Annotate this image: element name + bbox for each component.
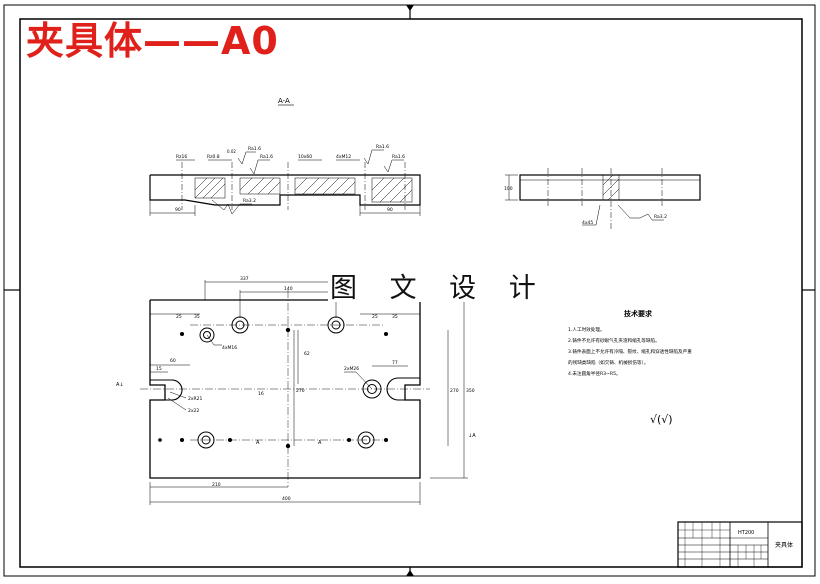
- roughness-symbol: √(√): [650, 413, 673, 426]
- section-view: A-A: [149, 97, 421, 216]
- dim-4xm12: 4xM12: [336, 154, 351, 160]
- note-item-4: 的残缺类缺陷（如欠铸、机械损伤等）。: [568, 359, 648, 366]
- roughness-b: Ra1.6: [260, 154, 273, 160]
- dim-2x22: 2x22: [188, 408, 199, 414]
- section-mark-mid2: A: [318, 440, 322, 446]
- drawing-title-overlay: 夹具体——A0: [26, 19, 279, 63]
- dim-62: 62: [304, 351, 310, 357]
- dim-140: 140: [284, 286, 293, 292]
- note-item-3: 3.铸件表面上不允许有冷隔、裂纹、缩孔和穿透性缺陷及严重: [568, 348, 692, 355]
- dim-16: 16: [258, 391, 264, 397]
- dim-60: 60: [170, 358, 176, 364]
- trim-mark-top: [406, 5, 414, 11]
- title-block-material: HT200: [738, 530, 754, 536]
- dim-4xm16: 4xM16: [222, 345, 237, 351]
- dim-rz16: Rz16: [176, 154, 187, 160]
- section-title: A-A: [278, 97, 290, 105]
- roughness-bottom: Ra3.2: [243, 198, 256, 204]
- watermark-text: 图 文 设 计: [328, 273, 550, 304]
- trim-mark-bottom: [406, 570, 414, 576]
- dim-tol: 0.02: [227, 149, 236, 154]
- note-item-5: 4.未注圆角半径R3~R5。: [568, 370, 621, 377]
- dim-35-left: 35: [194, 314, 200, 320]
- dim-350: 350: [466, 388, 475, 394]
- notes-heading: 技术要求: [624, 309, 653, 318]
- dim-77: 77: [392, 360, 398, 366]
- dim-270-right: 270: [450, 388, 459, 394]
- section-mark-mid1: A: [256, 440, 260, 446]
- dim-chamfer: 4x45: [582, 220, 593, 226]
- roughness-c: Ra1.6: [376, 144, 389, 150]
- technical-notes: 技术要求 1.人工时效处理。 2.铸件不允许有砂眼气孔夹渣和缩孔等缺陷。 3.铸…: [568, 309, 692, 426]
- roughness-a: Ra1.6: [248, 146, 261, 152]
- dim-270: 270: [296, 388, 305, 394]
- section-mark-left: A↓: [116, 382, 124, 388]
- dim-90-left: 90: [175, 207, 181, 213]
- dim-15: 15: [156, 366, 162, 372]
- inner-border: [19, 18, 803, 568]
- dim-90-right: 90: [387, 207, 393, 213]
- section-mark-right: ↓A: [468, 433, 476, 439]
- title-block-name: 夹具体: [775, 541, 793, 549]
- dim-25-right: 25: [372, 314, 378, 320]
- plan-view: 337 140 25 35 25 35 62 60 15 2xR21 2x22 …: [116, 276, 476, 505]
- dim-210: 210: [212, 482, 221, 488]
- dim-2xr21: 2xR21: [188, 396, 203, 402]
- dim-35-right: 35: [392, 314, 398, 320]
- side-roughness: Ra3.2: [654, 214, 667, 220]
- side-view: 100 4x45 Ra3.2: [504, 168, 701, 230]
- dim-rz08: Rz0.8: [207, 154, 220, 160]
- note-item-2: 2.铸件不允许有砂眼气孔夹渣和缩孔等缺陷。: [568, 337, 660, 344]
- dim-2xm26: 2xM26: [344, 366, 359, 372]
- dim-100: 100: [504, 186, 513, 192]
- dim-10x60: 10x60: [298, 154, 312, 160]
- dim-400: 400: [282, 496, 291, 502]
- dim-337: 337: [240, 276, 249, 282]
- roughness-d: Ra1.6: [392, 154, 405, 160]
- title-block: [677, 521, 803, 568]
- dim-25-left: 25: [176, 314, 182, 320]
- note-item-1: 1.人工时效处理。: [568, 326, 605, 333]
